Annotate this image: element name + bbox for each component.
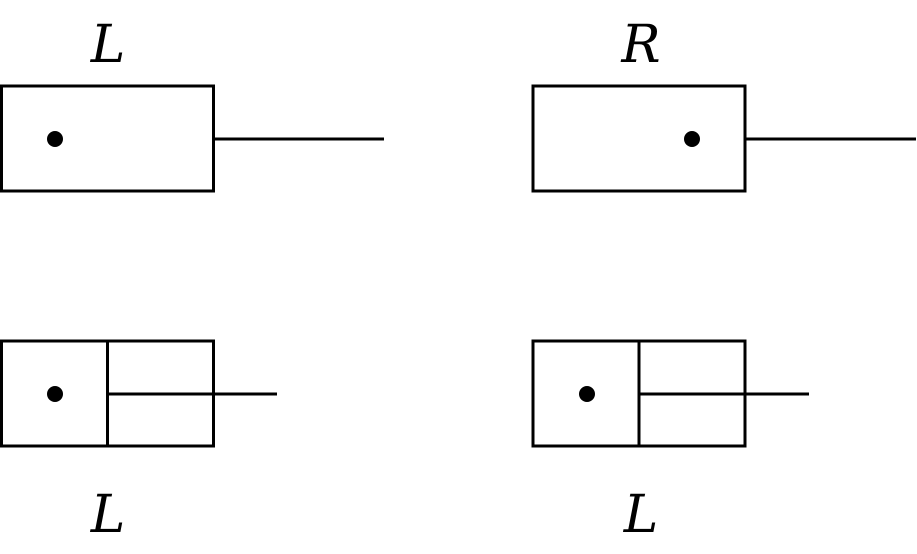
pointer-dot xyxy=(47,131,63,147)
panel-bottom-right: L xyxy=(531,339,809,545)
pointer-dot xyxy=(579,386,595,402)
cell-box xyxy=(531,84,747,193)
panel-top-left: L xyxy=(0,15,384,193)
panel-label: L xyxy=(623,485,659,545)
panel-bottom-left: L xyxy=(0,339,277,545)
cell-box xyxy=(0,84,215,193)
pointer-dot xyxy=(684,131,700,147)
panel-label: L xyxy=(90,485,126,545)
panel-label: R xyxy=(620,15,660,75)
panel-label: L xyxy=(90,15,126,75)
panel-top-right: R xyxy=(531,15,916,193)
pointer-dot xyxy=(47,386,63,402)
